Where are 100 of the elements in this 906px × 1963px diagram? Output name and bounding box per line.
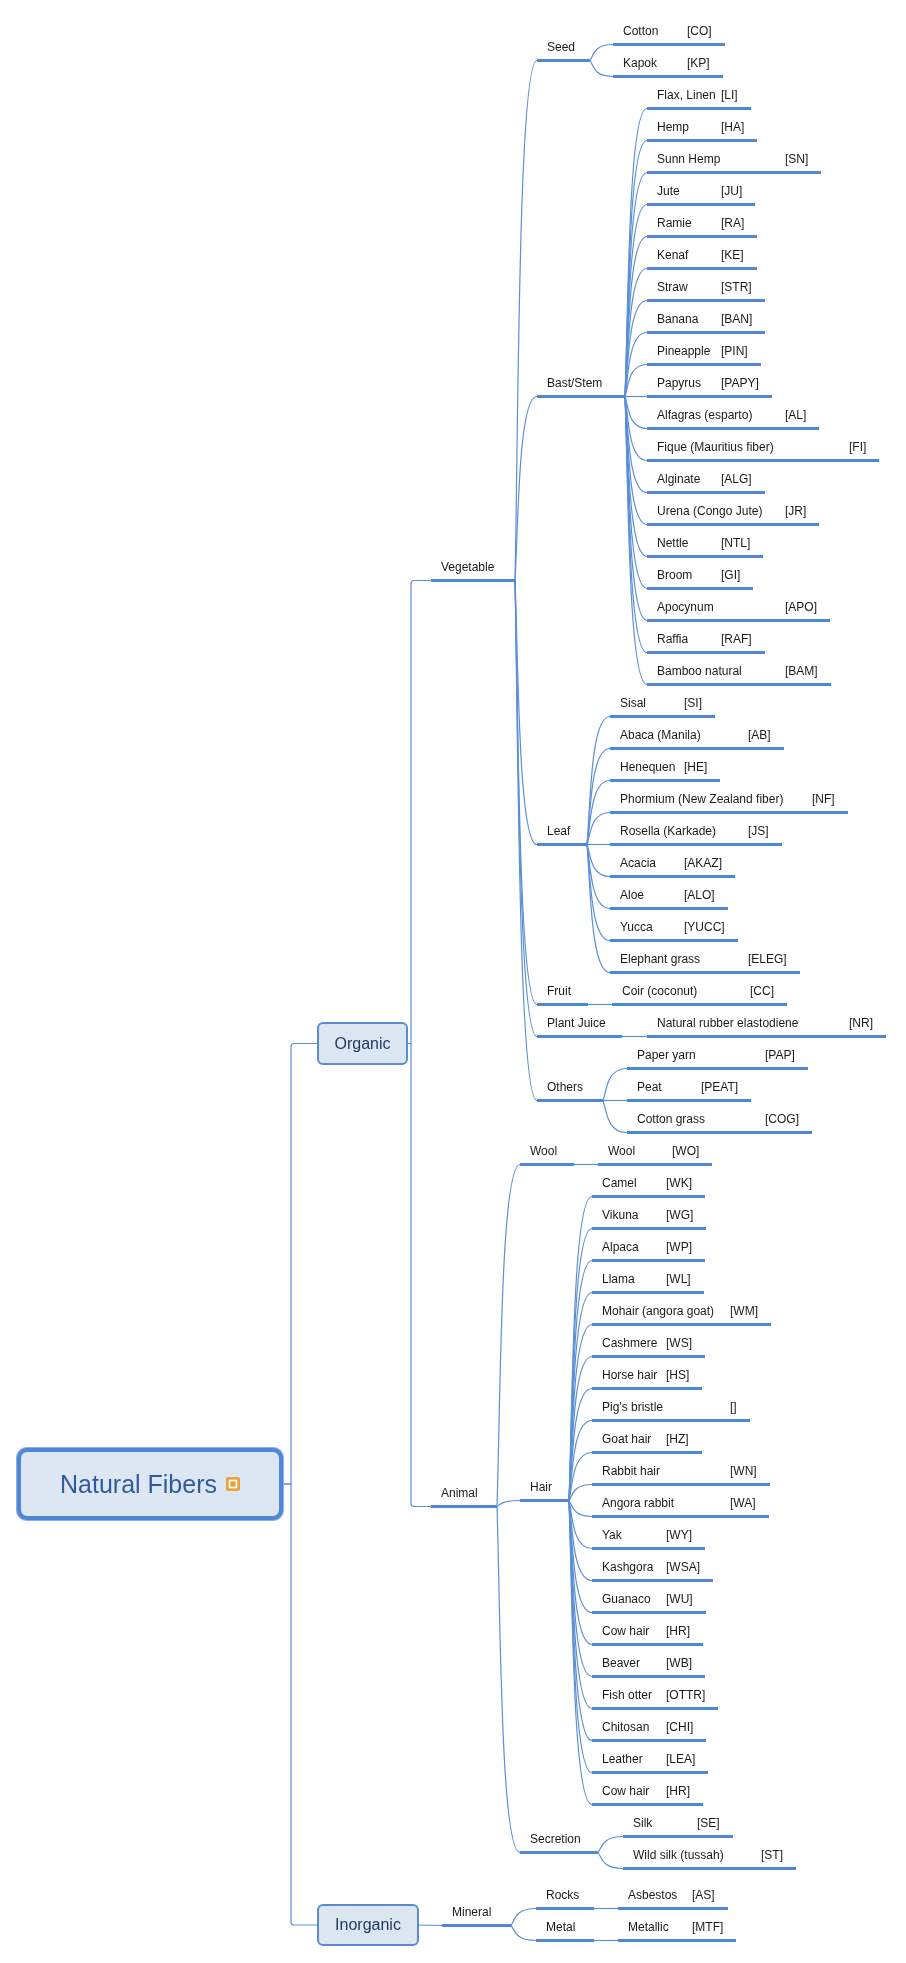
underlined-topic: [647, 663, 831, 686]
underlined-topic: [537, 39, 590, 62]
code-label: [YUCC]: [684, 919, 725, 935]
topic-label: Flax, Linen: [657, 87, 716, 103]
code-label: [SI]: [684, 695, 702, 711]
connector-line: [586, 843, 611, 846]
code-label: [RAF]: [721, 631, 752, 647]
underlined-topic: [537, 983, 588, 1006]
underlined-topic: [610, 823, 782, 846]
topic-label: Wild silk (tussah): [633, 1847, 724, 1863]
underlined-topic: [623, 1815, 733, 1838]
main-topic-label: Inorganic: [335, 1915, 401, 1935]
underlined-topic: [592, 1687, 719, 1710]
code-label: [JR]: [785, 503, 807, 519]
topic-label: Others: [547, 1079, 583, 1095]
code-label: [WK]: [666, 1175, 692, 1191]
code-label: [GI]: [721, 567, 741, 583]
topic-label: Leaf: [547, 823, 571, 839]
code-label: [HZ]: [666, 1431, 689, 1447]
code-label: [FI]: [849, 439, 867, 455]
underlined-topic: [613, 23, 725, 46]
underlined-topic: [431, 1485, 497, 1508]
topic-label: Wool: [530, 1143, 558, 1159]
topic-label: Mineral: [452, 1904, 492, 1920]
underlined-topic: [598, 1143, 713, 1166]
underlined-topic: [612, 983, 787, 1006]
topic-label: Nettle: [657, 535, 689, 551]
connector-line: [568, 1483, 593, 1502]
connector-line: [624, 267, 648, 398]
topic-label: Acacia: [620, 855, 657, 871]
topic-label: Pineapple: [657, 343, 711, 359]
topic-label: Fique (Mauritius fiber): [657, 439, 774, 455]
connector-line: [418, 1924, 443, 1927]
code-label: [KE]: [721, 247, 744, 263]
underlined-topic: [627, 1079, 752, 1102]
connector-line: [586, 843, 611, 974]
underlined-topic: [647, 599, 830, 622]
code-label: [LI]: [721, 87, 738, 103]
topic-label: Raffia: [657, 631, 689, 647]
underlined-topic: [592, 1751, 709, 1774]
underlined-topic: [592, 1623, 703, 1646]
code-label: [ELEG]: [748, 951, 787, 967]
underlined-topic: [536, 1887, 594, 1910]
topic-label: Alginate: [657, 471, 701, 487]
underlined-topic: [627, 1111, 812, 1134]
connector-line: [510, 1924, 537, 1942]
connector-line: [282, 1483, 318, 1926]
topic-label: Camel: [602, 1175, 637, 1191]
code-label: [PAP]: [765, 1047, 795, 1063]
underlined-topic: [647, 183, 756, 206]
code-label: [AKAZ]: [684, 855, 722, 871]
code-label: [WY]: [666, 1527, 692, 1543]
underlined-topic: [592, 1591, 706, 1614]
underlined-topic: [647, 375, 772, 398]
underlined-topic: [647, 471, 765, 494]
topic-label: Leather: [602, 1751, 643, 1767]
topic-label: Beaver: [602, 1655, 641, 1671]
connector-line: [568, 1499, 593, 1518]
underlined-topic: [623, 1847, 796, 1870]
topic-label: Angora rabbit: [602, 1495, 675, 1511]
topic-label: Vikuna: [602, 1207, 639, 1223]
code-label: [WO]: [672, 1143, 700, 1159]
topic-label: Cotton: [623, 23, 659, 39]
topic-label: Henequen: [620, 759, 676, 775]
topic-label: Cow hair: [602, 1783, 650, 1799]
topic-label: Fruit: [547, 983, 571, 999]
connector-line: [496, 1499, 521, 1508]
code-label: [WU]: [666, 1591, 693, 1607]
topic-label: Metallic: [628, 1919, 669, 1935]
topic-label: Bast/Stem: [547, 375, 603, 391]
connector-line: [602, 1099, 628, 1134]
topic-label: Coir (coconut): [622, 983, 698, 999]
topic-label: Cow hair: [602, 1623, 650, 1639]
code-label: [BAN]: [721, 311, 753, 327]
underlined-topic: [613, 55, 723, 78]
underlined-topic: [592, 1335, 705, 1358]
topic-label: Asbestos: [628, 1887, 678, 1903]
topic-label: Hemp: [657, 119, 689, 135]
code-label: [WA]: [730, 1495, 756, 1511]
connector-line: [496, 1505, 521, 1854]
connector-line: [624, 363, 648, 398]
code-label: [PIN]: [721, 343, 748, 359]
topic-label: Wool: [608, 1143, 636, 1159]
topic-label: Banana: [657, 311, 699, 327]
code-label: [WM]: [730, 1303, 758, 1319]
connector-line: [568, 1355, 593, 1502]
underlined-topic: [610, 887, 728, 910]
main-topic-label: Organic: [334, 1033, 391, 1054]
underlined-topic: [537, 375, 625, 398]
topic-label: Yak: [602, 1527, 622, 1543]
underlined-topic: [592, 1271, 704, 1294]
topic-label: Vegetable: [441, 559, 495, 575]
topic-label: Cotton grass: [637, 1111, 706, 1127]
topic-label: Straw: [657, 279, 688, 295]
code-label: [LEA]: [666, 1751, 696, 1767]
code-label: [BAM]: [785, 663, 818, 679]
connector-line: [586, 715, 611, 846]
topic-label: Animal: [441, 1485, 478, 1501]
topic-label: Yucca: [620, 919, 653, 935]
topic-label: Broom: [657, 567, 693, 583]
